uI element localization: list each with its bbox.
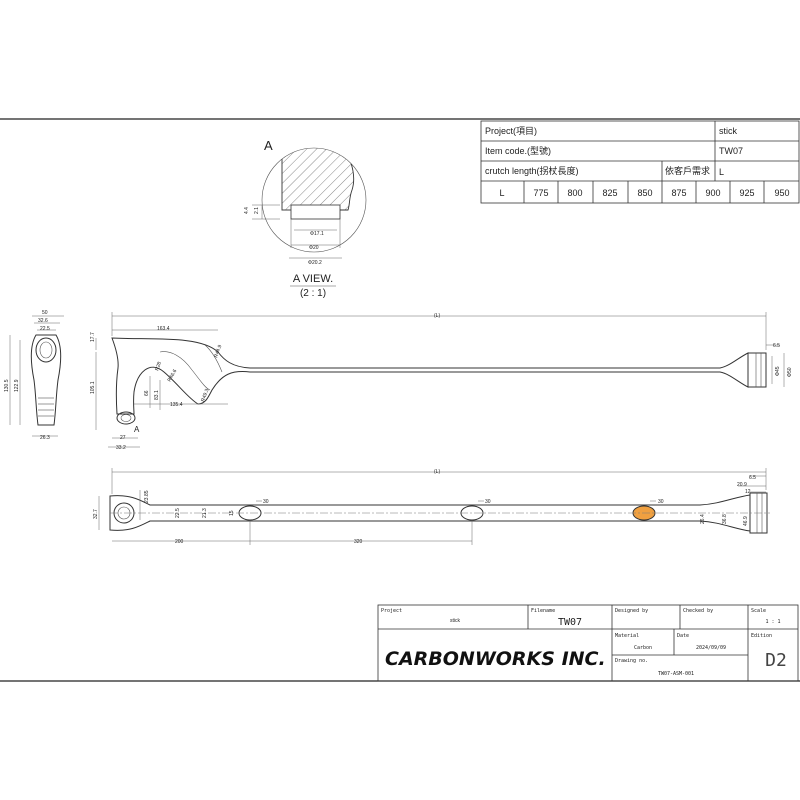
title-block: Project stick Filename TW07 Designed by … [377,604,799,682]
side-view-tip-cap [116,411,136,425]
top-dim-26-4: 26.4 [700,514,706,524]
end-dim-22-5: 22.5 [40,326,50,332]
side-dim-135-4: 135.4 [170,402,183,408]
top-dim-15: 15 [229,510,235,516]
spec-size-cell: 925 [739,188,754,198]
side-dim-50: Φ50 [787,367,793,377]
spec-size-cell: 775 [533,188,548,198]
detail-dim-20-2: Φ20.2 [308,260,322,266]
top-dim-36-8: 36.8 [722,514,728,524]
spec-size-cell: 825 [602,188,617,198]
top-dim-30-a: 30 [263,499,269,505]
tb-date-value: 2024/09/09 [696,645,726,651]
side-view: A (L) 163.4 17.7 105.1 R28 R46.6 R44.9 R… [90,312,793,451]
spec-size-cell: 800 [567,188,582,198]
tb-material-value: Carbon [634,645,652,651]
side-view-outline [111,337,749,415]
side-dim-45: Φ45 [775,366,781,376]
detail-section-hatch [281,148,355,211]
end-dim-26-3: 26.3 [40,435,50,441]
tb-filename-value: TW07 [558,617,582,628]
detail-view-title: A VIEW. [293,273,333,285]
side-view-end-tip [747,352,767,388]
detail-dim-4-4: 4.4 [244,207,250,214]
side-dim-163-4: 163.4 [157,326,170,332]
spec-size-cell: 850 [637,188,652,198]
end-dim-122-9: 122.9 [14,379,20,392]
top-dim-20-9: 20.9 [737,482,747,488]
top-dim-30-c: 30 [658,499,664,505]
end-dim-50: 50 [42,310,48,316]
detail-marker-a: A [264,138,273,153]
spec-table: Project(項目) stick Item code.(型號) TW07 cr… [480,120,800,204]
top-dim-46-9: 46.9 [743,516,749,526]
tb-edition-label: Edition [751,633,772,639]
tb-project-label: Project [381,608,402,614]
top-dim-320: 320 [354,539,363,545]
end-view: 50 32.6 22.5 130.5 122.9 26.3 [4,310,64,441]
top-dim-32-7: 32.7 [93,509,99,519]
tb-date-label: Date [677,633,689,639]
tb-drawing-no-label: Drawing no. [615,658,648,664]
tb-project-value: stick [450,618,461,624]
spec-size-cell: 875 [671,188,686,198]
spec-size-cell: 900 [705,188,720,198]
top-dim-length: (L) [434,469,440,475]
spec-custom-label: 依客戶需求 [665,165,710,176]
spec-size-header: L [499,188,504,198]
end-dim-32-6: 32.6 [38,318,48,324]
side-dim-r28: R28 [154,361,163,372]
detail-view-a: 4.4 2.1 Φ17.1 Φ20 Φ20.2 A A VIEW. (2 : 1… [244,138,367,299]
top-view: (L) 32.7 23.85 22.5 21.3 15 30 30 30 200… [93,468,770,545]
side-view-marker-a: A [134,425,140,434]
spec-custom-value: L [719,167,724,177]
side-dim-r49-3: R49.3 [200,388,210,403]
spec-item-code-value: TW07 [719,146,743,156]
side-dim-6-5: 6.5 [773,343,780,349]
side-dim-105-1: 105.1 [90,381,96,394]
top-dim-12: 12 [745,489,751,495]
detail-socket [290,204,341,220]
spec-size-cell: 950 [774,188,789,198]
top-dim-23-85: 23.85 [144,490,150,503]
tb-edition-value: D2 [765,650,787,671]
top-dim-21-3: 21.3 [202,508,208,518]
end-dim-130-5: 130.5 [4,379,10,392]
tb-checked-label: Checked by [683,608,713,614]
side-dim-33-2: 33.2 [116,445,126,451]
tb-filename-label: Filename [531,608,555,614]
side-dim-66: 66 [144,390,150,396]
detail-view-scale: (2 : 1) [300,288,326,299]
detail-dim-17-1: Φ17.1 [310,231,324,237]
tb-material-label: Material [615,633,639,639]
spec-project-value: stick [719,126,738,136]
detail-dim-20: Φ20 [309,245,319,251]
spec-item-code-label: Item code.(型號) [485,145,551,156]
tb-scale-value: 1 : 1 [765,619,780,625]
top-dim-200: 200 [175,539,184,545]
tb-scale-label: Scale [751,608,766,614]
side-dim-17-7: 17.7 [90,332,96,342]
side-dim-r44-9: R44.9 [213,344,223,359]
top-dim-6-5: 6.5 [749,475,756,481]
spec-length-label: crutch length(拐杖長度) [485,165,579,176]
detail-dim-2-1: 2.1 [254,207,260,214]
top-dim-30-b: 30 [485,499,491,505]
spec-project-label: Project(項目) [485,126,537,136]
tb-designed-label: Designed by [615,608,648,614]
side-dim-r46-6: R46.6 [167,368,179,383]
company-logo-text: CARBONWORKS INC. [385,648,606,670]
side-dim-83-1: 83.1 [154,390,160,400]
side-dim-27: 27 [120,435,126,441]
tb-drawing-no-value: TW07-ASM-001 [658,671,694,677]
top-dim-22-5: 22.5 [175,508,181,518]
side-dim-length: (L) [434,313,440,319]
